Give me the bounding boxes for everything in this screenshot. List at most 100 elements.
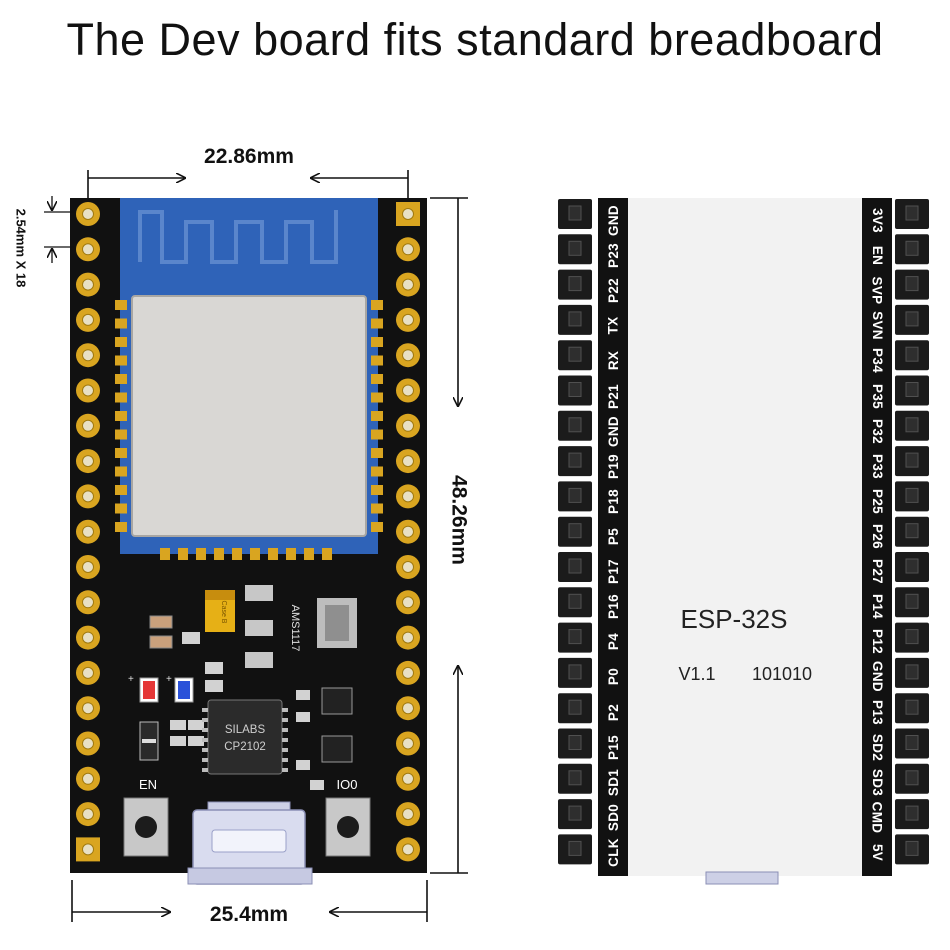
pin-pad xyxy=(396,766,420,791)
pin-label-left: SD1 xyxy=(605,768,621,796)
pin-label-left: P17 xyxy=(605,559,621,585)
pin-header xyxy=(558,410,592,441)
pin-header xyxy=(558,622,592,653)
castellation-pad xyxy=(232,548,242,560)
castellation-pad xyxy=(115,448,127,458)
castellation-pad xyxy=(115,429,127,440)
castellation-pad xyxy=(371,429,383,440)
pin-pad xyxy=(396,484,420,509)
castellation-pad xyxy=(115,466,127,477)
page-title: The Dev board fits standard breadboard xyxy=(66,14,884,65)
castellation-pad xyxy=(371,374,383,384)
svg-text:+: + xyxy=(128,674,134,685)
pin-label-left: CLK xyxy=(605,838,621,867)
pin-header xyxy=(895,234,929,265)
pin-header xyxy=(895,552,929,582)
castellation-pad xyxy=(371,522,383,532)
castellation-pad xyxy=(115,411,127,421)
pin-pad xyxy=(396,413,420,438)
back-pin-headers xyxy=(558,199,929,865)
io0-button-label: IO0 xyxy=(337,777,358,792)
pin-pad xyxy=(76,590,100,615)
pin-label-left: P15 xyxy=(605,734,621,760)
pin-pad xyxy=(76,307,100,332)
castellation-pad xyxy=(371,411,383,421)
castellation-pad xyxy=(371,466,383,477)
pin-header xyxy=(558,269,592,300)
pin-label-right: P25 xyxy=(869,488,885,514)
pitch-label: 2.54mm X 18 xyxy=(14,209,29,288)
pin-label-left: P18 xyxy=(605,488,621,514)
pin-header xyxy=(558,375,592,406)
pin-label-right: P12 xyxy=(869,629,885,655)
micro-usb-port xyxy=(187,801,313,885)
castellation-pad xyxy=(304,548,314,560)
castellation-pad xyxy=(115,485,127,495)
castellation-pad xyxy=(115,355,127,366)
pin-header xyxy=(558,481,592,512)
pin-header xyxy=(895,304,929,335)
pin-pad xyxy=(76,484,100,509)
pin-pad xyxy=(76,237,100,262)
pin-label-right: CMD xyxy=(869,801,885,834)
pin-header xyxy=(558,199,592,229)
pin-header xyxy=(895,693,929,724)
castellation-pad xyxy=(371,448,383,458)
castellation-pad xyxy=(286,548,296,560)
pin-pad xyxy=(396,449,420,474)
pin-pad xyxy=(396,202,420,226)
capacitor-label: Case B xyxy=(220,601,227,624)
pin-pad xyxy=(396,237,420,262)
io0-button[interactable] xyxy=(325,797,371,857)
pin-pad xyxy=(76,413,100,438)
pin-label-right: 3V3 xyxy=(869,208,885,234)
en-button-label: EN xyxy=(139,777,157,792)
pin-pad xyxy=(76,202,100,226)
pin-header xyxy=(895,481,929,512)
pin-pad xyxy=(76,837,100,862)
back-board-illustration: ESP-32S V1.1 101010 xyxy=(558,198,929,885)
pin-label-left: P19 xyxy=(605,453,621,479)
top-width-label: 22.86mm xyxy=(204,145,294,168)
regulator-chip xyxy=(245,585,273,601)
pin-label-right: SD2 xyxy=(869,733,885,761)
castellation-pad xyxy=(115,374,127,384)
castellation-pad xyxy=(371,503,383,514)
pin-label-left: P22 xyxy=(605,278,621,304)
pin-pad xyxy=(76,766,100,791)
castellation-pad xyxy=(160,548,170,560)
resistor xyxy=(149,615,173,629)
pin-header xyxy=(895,763,929,794)
pin-label-left: P5 xyxy=(605,527,621,546)
pin-pad xyxy=(396,625,420,650)
pin-pad xyxy=(76,449,100,474)
pin-header xyxy=(558,799,592,830)
rf-shield xyxy=(131,295,367,537)
back-usb-tab xyxy=(705,871,779,885)
pin-label-right: GND xyxy=(869,661,885,693)
castellation-pad xyxy=(196,548,206,560)
pin-label-left: GND xyxy=(605,205,621,236)
castellation-pad xyxy=(250,548,260,560)
pin-label-left: P0 xyxy=(605,668,621,686)
pin-pad xyxy=(76,378,100,403)
pin-label-right: P14 xyxy=(869,594,885,620)
castellation-pad xyxy=(178,548,188,560)
pin-label-right: P34 xyxy=(869,348,885,374)
pin-header xyxy=(895,799,929,830)
module-name: ESP-32S xyxy=(681,604,788,634)
pin-pad xyxy=(396,696,420,721)
pin-header xyxy=(895,834,929,865)
castellation-pad xyxy=(115,300,127,310)
pin-pad xyxy=(76,272,100,297)
pin-pad xyxy=(396,307,420,332)
pin-label-left: P23 xyxy=(605,243,621,269)
pin-header xyxy=(558,587,592,618)
pin-pad xyxy=(396,837,420,862)
castellation-pad xyxy=(115,392,127,403)
pin-label-right: P13 xyxy=(869,699,885,725)
pin-label-right: 5V xyxy=(869,843,885,861)
pin-label-left: SD0 xyxy=(605,803,621,831)
antenna-trace xyxy=(138,210,338,264)
en-button[interactable] xyxy=(123,797,169,857)
